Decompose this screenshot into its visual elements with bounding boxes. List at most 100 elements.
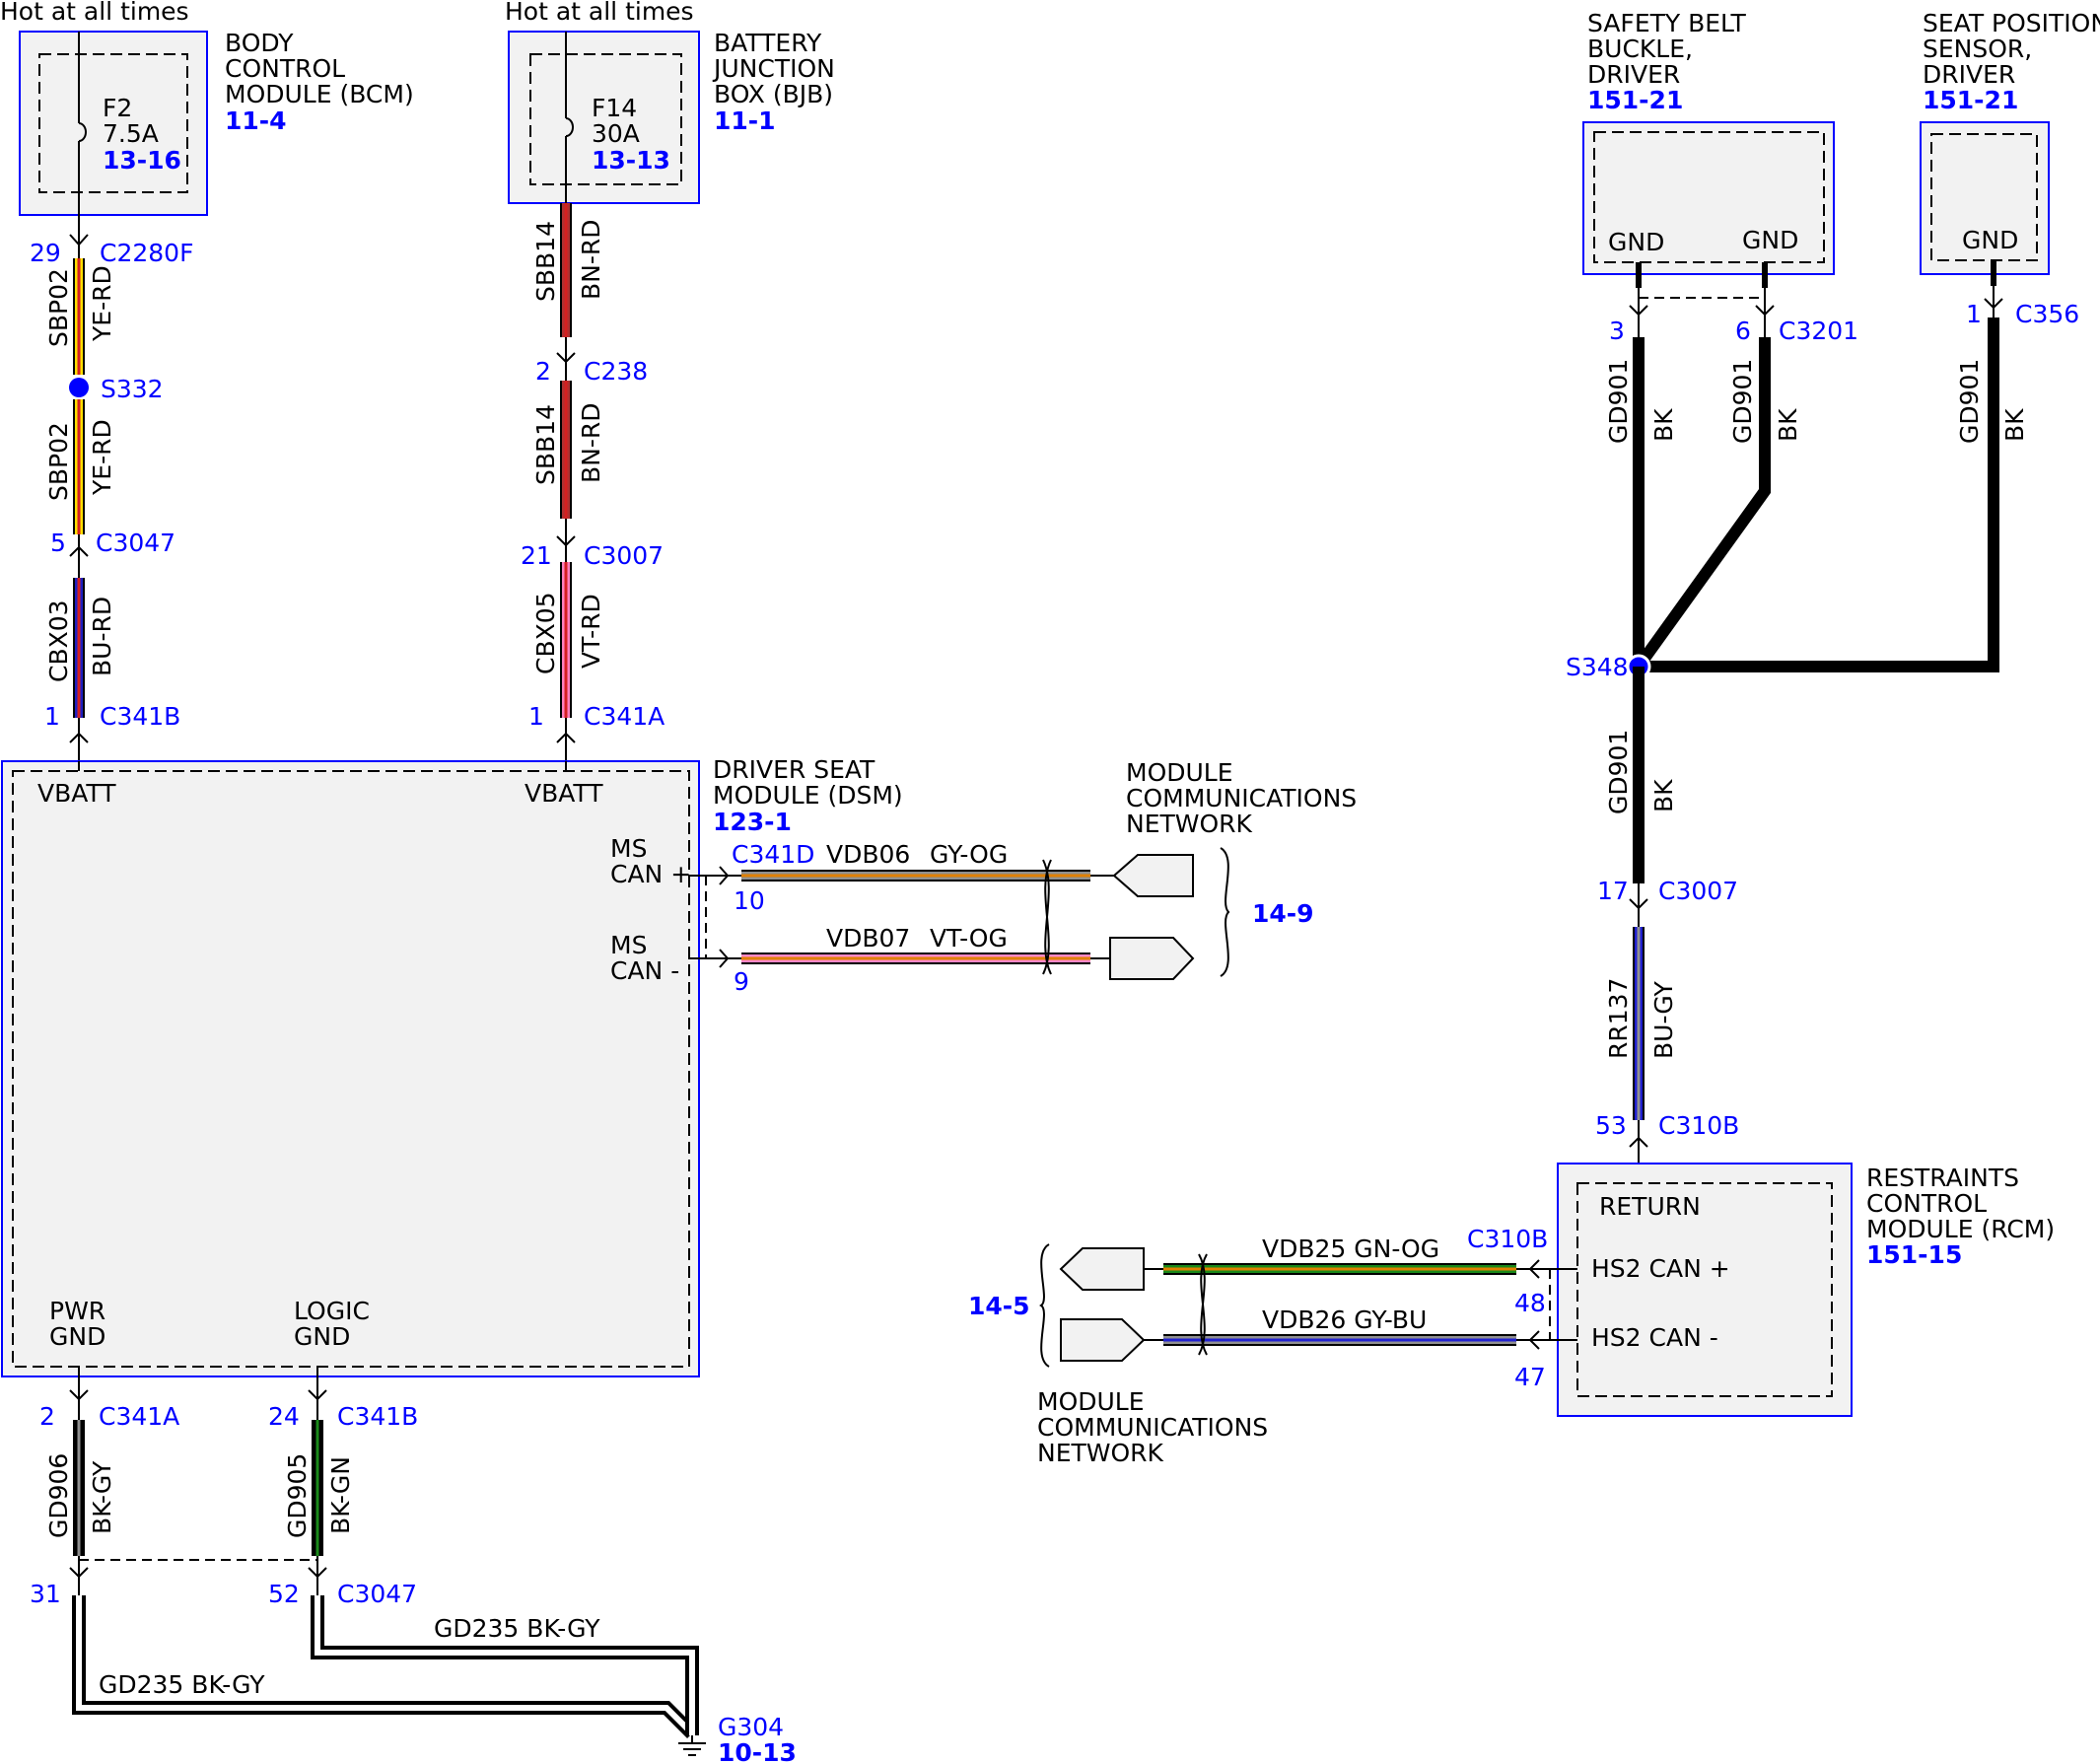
dsm-gnd-pin-31: 31 — [30, 1580, 61, 1608]
wire-sbp02-lower — [73, 399, 85, 534]
dsm-can-plus-connector[interactable] — [1112, 854, 1194, 897]
wire-vdb06-color: GY-OG — [930, 840, 1008, 869]
wire-vdb25-label: VDB25 GN-OG — [1262, 1235, 1439, 1263]
wire-vdb26-label: VDB26 GY-BU — [1262, 1305, 1427, 1334]
rcm-can-plus-connector[interactable] — [1059, 1247, 1145, 1291]
dsm-network-3: NETWORK — [1126, 810, 1253, 838]
conn-c341a-upper[interactable]: C341A — [584, 702, 665, 731]
wire-sbb14-lower-color: BN-RD — [577, 403, 605, 484]
wire-gd901-seatpos — [1639, 318, 1999, 672]
dsm-pwr-gnd-1: PWR — [49, 1297, 105, 1325]
seatpos-page-ref[interactable]: 151-21 — [1923, 86, 2018, 114]
conn-c310b-upper[interactable]: C310B — [1658, 1111, 1739, 1140]
bjb-name-1: BATTERY — [714, 29, 822, 57]
splice-s332-label[interactable]: S332 — [101, 375, 164, 403]
rcm-box — [1557, 1163, 1853, 1417]
dsm-inner-box — [12, 770, 690, 1368]
bjb-pin-21: 21 — [521, 541, 552, 570]
dsm-ground-circuit: 2 C341A 24 C341B GD906 BK-GY GD905 BK-GN… — [30, 1367, 797, 1764]
seatpos-block: SEAT POSITION SENSOR, DRIVER 151-21 GND … — [1920, 9, 2100, 328]
conn-c2280f[interactable]: C2280F — [100, 239, 193, 267]
wire-gd905-id: GD905 — [283, 1453, 312, 1538]
conn-c238[interactable]: C238 — [584, 357, 648, 386]
wire-rr137-color: BU-GY — [1649, 980, 1678, 1059]
dsm-logic-gnd-1: LOGIC — [294, 1297, 370, 1325]
wire-vdb07 — [741, 953, 1090, 964]
dsm-can-circuit: C341D 10 9 VDB06 GY-OG VDB07 VT-OG 14-9 … — [688, 758, 1357, 996]
wire-sbb14-upper-id: SBB14 — [531, 221, 560, 302]
wire-vdb06 — [741, 870, 1090, 882]
ground-g304[interactable]: G304 — [718, 1713, 784, 1741]
wire-vdb25 — [1163, 1263, 1516, 1275]
seatpos-gnd: GND — [1962, 226, 2018, 254]
bcm-page-ref[interactable]: 11-4 — [225, 106, 287, 135]
wire-gd901-seatpos-color: BK — [2000, 408, 2029, 442]
wire-cbx03-id: CBX03 — [44, 600, 73, 682]
conn-c341d[interactable]: C341D — [732, 840, 814, 869]
conn-c3007-lower[interactable]: C3007 — [1658, 877, 1738, 905]
bjb-name-3: BOX (BJB) — [714, 80, 833, 108]
rcm-inner-box — [1576, 1182, 1833, 1397]
dsm-network-page[interactable]: 14-9 — [1252, 899, 1314, 928]
splice-s348-label[interactable]: S348 — [1566, 653, 1629, 681]
conn-c341b-upper[interactable]: C341B — [100, 702, 180, 731]
wire-rr137 — [1633, 927, 1645, 1120]
wire-gd901-belt-right — [1634, 337, 1771, 670]
wire-gd905-color: BK-GN — [326, 1456, 355, 1534]
dsm-can-minus-connector[interactable] — [1109, 937, 1195, 980]
belt-page-ref[interactable]: 151-21 — [1587, 86, 1683, 114]
conn-c356[interactable]: C356 — [2015, 300, 2079, 328]
rcm-pin-17: 17 — [1597, 877, 1629, 905]
bcm-box — [19, 31, 208, 216]
wire-vdb07-color: VT-OG — [930, 924, 1008, 953]
bjb-page-ref[interactable]: 11-1 — [714, 106, 776, 135]
wire-gd901-trunk-id: GD901 — [1604, 730, 1633, 814]
dsm-vbatt-left: VBATT — [37, 779, 116, 808]
wire-vdb07-id: VDB07 — [826, 924, 910, 953]
bjb-hot-label: Hot at all times — [505, 0, 694, 26]
dsm-can-pin-10: 10 — [734, 886, 765, 915]
bcm-fuse-ref[interactable]: 13-16 — [103, 146, 181, 175]
wire-gd901-trunk-color: BK — [1649, 779, 1678, 812]
conn-c310b-lower[interactable]: C310B — [1467, 1225, 1548, 1253]
belt-pin-3: 3 — [1609, 317, 1625, 345]
wire-gd901-belt-right-color: BK — [1774, 408, 1802, 442]
dsm-page-ref[interactable]: 123-1 — [713, 808, 792, 836]
bcm-hot-label: Hot at all times — [0, 0, 189, 26]
gd901-network: GD901 BK GD901 BK GD901 BK S348 GD901 BK… — [1566, 318, 2029, 1183]
dsm-ms-can-plus-1: MS — [610, 834, 647, 863]
belt-block: SAFETY BELT BUCKLE, DRIVER 151-21 GND GN… — [1582, 9, 1858, 345]
wire-sbb14-lower — [560, 381, 572, 519]
conn-c341a-lower[interactable]: C341A — [99, 1402, 179, 1431]
ground-g304-page[interactable]: 10-13 — [718, 1738, 797, 1764]
wire-gd901-belt-right-id: GD901 — [1728, 359, 1757, 444]
conn-c341b-lower[interactable]: C341B — [337, 1402, 418, 1431]
conn-c3047-upper[interactable]: C3047 — [96, 529, 175, 557]
rcm-network-page[interactable]: 14-5 — [968, 1292, 1030, 1320]
rcm-can-brace — [1039, 1243, 1050, 1368]
rcm-pin-53: 53 — [1595, 1111, 1627, 1140]
conn-c3047-lower[interactable]: C3047 — [337, 1580, 417, 1608]
wire-gd906 — [73, 1420, 85, 1556]
seatpos-name-2: SENSOR, — [1923, 35, 2032, 63]
rcm-can-minus-connector[interactable] — [1060, 1318, 1146, 1362]
seatpos-name-3: DRIVER — [1923, 60, 2015, 89]
splice-s332 — [69, 378, 89, 397]
seatpos-name-1: SEAT POSITION — [1923, 9, 2100, 37]
rcm-block: RETURN HS2 CAN + HS2 CAN - RESTRAINTS CO… — [1557, 1163, 2055, 1417]
bjb-fuse-ref[interactable]: 13-13 — [592, 146, 670, 175]
rcm-network-1: MODULE — [1037, 1387, 1145, 1416]
wire-gd901-seatpos-id: GD901 — [1955, 359, 1984, 444]
wire-cbx05-color: VT-RD — [577, 594, 605, 669]
bjb-box — [508, 31, 700, 204]
belt-name-3: DRIVER — [1587, 60, 1680, 89]
conn-c3007-upper[interactable]: C3007 — [584, 541, 664, 570]
rcm-name-3: MODULE (RCM) — [1866, 1215, 2055, 1243]
rcm-can-twist-b — [1198, 1253, 1208, 1356]
conn-c3201[interactable]: C3201 — [1779, 317, 1858, 345]
bjb-fuse-id: F14 — [592, 94, 637, 122]
rcm-page-ref[interactable]: 151-15 — [1866, 1240, 1962, 1269]
wire-gd235-lower-label: GD235 BK-GY — [99, 1670, 265, 1699]
bjb-pin-1: 1 — [528, 702, 544, 731]
